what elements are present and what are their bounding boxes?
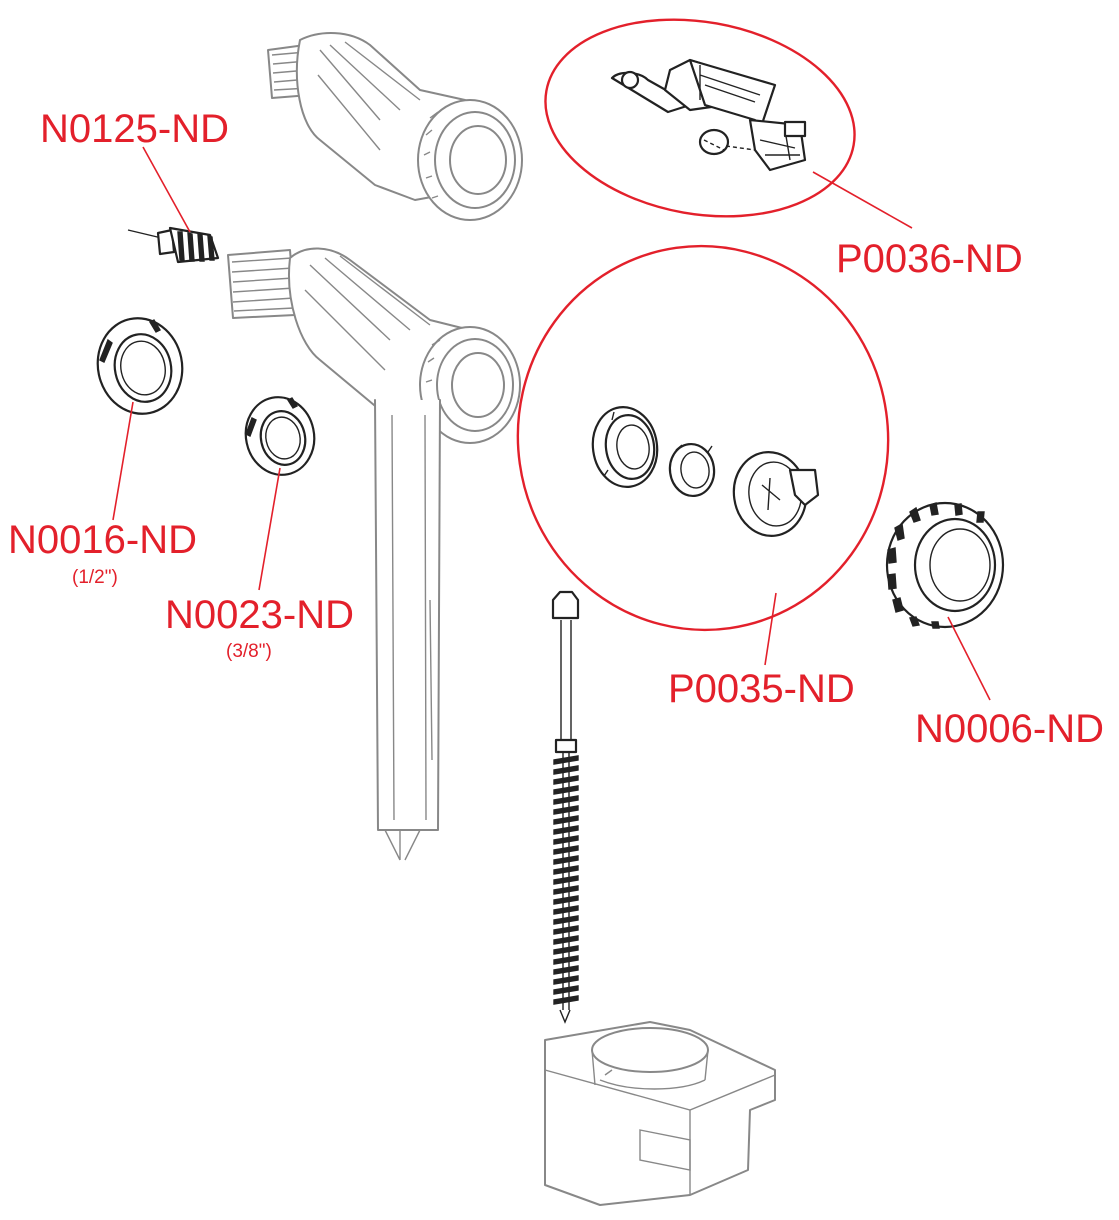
float-rod-part bbox=[551, 590, 580, 1024]
label-n0016-size: (1/2") bbox=[72, 567, 118, 588]
seal-three-eighths-part bbox=[244, 396, 316, 476]
seal-half-inch-part bbox=[96, 317, 184, 415]
label-n0016: N0016-ND bbox=[8, 518, 197, 562]
n0006-leader bbox=[947, 616, 991, 701]
label-n0023: N0023-ND bbox=[165, 593, 354, 637]
label-p0036: P0036-ND bbox=[836, 237, 1023, 281]
n0125-leader bbox=[142, 146, 191, 233]
p0035-group-circle bbox=[516, 244, 890, 632]
p0035-leader bbox=[764, 592, 777, 666]
fill-valve-body bbox=[227, 247, 521, 861]
diaphragm-ring-part bbox=[668, 442, 716, 498]
label-p0035: P0035-ND bbox=[668, 667, 855, 711]
n0023-leader bbox=[258, 467, 281, 591]
inlet-body-upper bbox=[267, 32, 523, 221]
p0036-leader bbox=[812, 171, 913, 229]
label-n0125: N0125-ND bbox=[40, 107, 229, 151]
n0016-leader bbox=[112, 401, 134, 521]
label-n0023-size: (3/8") bbox=[226, 641, 272, 662]
lever-assembly-part bbox=[610, 58, 807, 172]
diaphragm-set-part bbox=[591, 406, 659, 488]
filter-pin-part bbox=[127, 226, 220, 264]
valve-seat-part bbox=[732, 451, 820, 537]
float-cup-part bbox=[544, 1021, 776, 1206]
nut-part bbox=[885, 501, 1005, 629]
p0036-group-circle bbox=[544, 18, 856, 218]
label-n0006: N0006-ND bbox=[915, 707, 1104, 751]
